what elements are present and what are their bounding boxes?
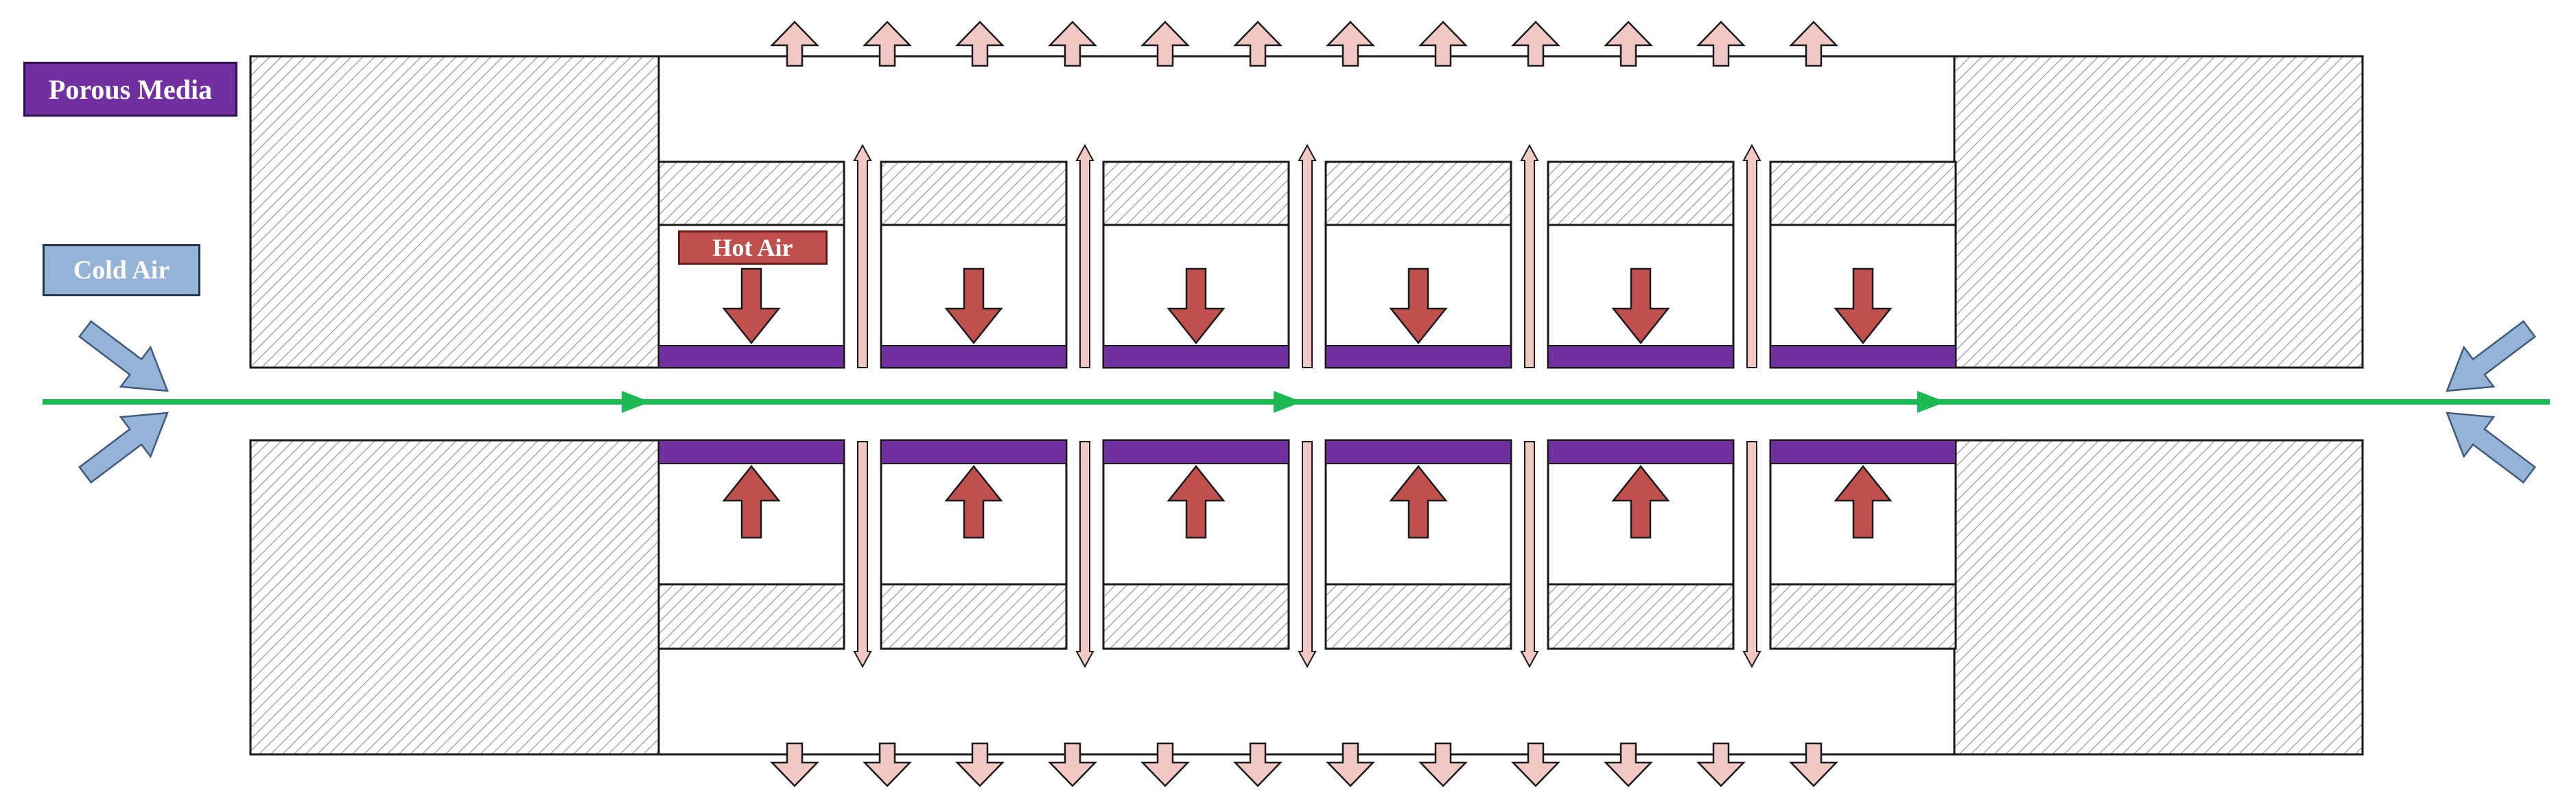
vent-down-arrow [1520, 441, 1539, 669]
hot-air-down-arrow [1834, 267, 1893, 345]
bottom-outlet-arrow [955, 742, 1005, 787]
top-outlet-arrow [1048, 21, 1097, 67]
lower-porous-layer [1770, 440, 1956, 464]
lower-porous-layer [1103, 440, 1289, 464]
vent-down-arrow [1075, 441, 1094, 669]
upper-porous-layer [1770, 345, 1956, 368]
lower-cell-cap [1102, 583, 1290, 650]
porous-media-legend: Porous Media [23, 62, 237, 117]
cells-layer [657, 160, 1957, 650]
flow-direction-marker [622, 391, 651, 413]
lower-cell-cap [1547, 583, 1735, 650]
upper-cell-cap [1324, 160, 1512, 226]
vent-down-arrow [1298, 441, 1317, 669]
cold-air-legend: Cold Air [43, 244, 200, 296]
cold-air-inlet-upper-right-arrow [2446, 320, 2536, 392]
cold-air-inlet-lower-right-arrow [2446, 411, 2536, 484]
top-outlet-arrow [1418, 21, 1468, 67]
upper-cell-cap [657, 160, 845, 226]
top-outlet-arrow [1511, 21, 1560, 67]
hot-air-up-arrow [1611, 464, 1670, 539]
upper-left-wall [249, 55, 660, 369]
lower-cell-cap [657, 583, 845, 650]
bottom-outlet-arrow [1418, 742, 1468, 787]
vent-up-arrow [1742, 143, 1761, 368]
top-outlet-arrow [1326, 21, 1375, 67]
vent-down-arrow [853, 441, 872, 669]
bottom-outlet-arrow [863, 742, 912, 787]
bottom-outlet-arrow [1604, 742, 1653, 787]
top-outlet-arrow [1789, 21, 1838, 67]
lower-right-wall [1953, 439, 2364, 756]
vent-up-arrow [1298, 143, 1317, 368]
bottom-outlet-arrow [1140, 742, 1190, 787]
lower-cell-cap [1324, 583, 1512, 650]
top-outlet-arrow [863, 21, 912, 67]
outlet-arrows-layer [770, 21, 1838, 787]
bottom-outlet-arrow [1789, 742, 1838, 787]
upper-cell-cap [1547, 160, 1735, 226]
hot-air-up-arrow [1167, 464, 1226, 539]
vent-down-arrow [1742, 441, 1761, 669]
vertical-vents-layer [853, 143, 1761, 669]
lower-porous-layer [880, 440, 1067, 464]
hot-air-label: Hot Air [678, 230, 828, 265]
bottom-outlet-arrow [1696, 742, 1746, 787]
cold-air-inlet-lower-left-arrow [78, 411, 169, 484]
lower-left-wall [249, 439, 660, 756]
top-outlet-arrow [1140, 21, 1190, 67]
flow-direction-marker [1274, 391, 1302, 413]
upper-cell-cap [1102, 160, 1290, 226]
bottom-outlet-arrow [770, 742, 819, 787]
lower-cell-cap [880, 583, 1068, 650]
bottom-outlet-arrow [1326, 742, 1375, 787]
hot-air-down-arrow [1611, 267, 1670, 345]
bottom-outlet-arrow [1233, 742, 1283, 787]
lower-porous-layer [1547, 440, 1734, 464]
vent-up-arrow [1075, 143, 1094, 368]
vent-up-arrow [853, 143, 872, 368]
hot-air-up-arrow [722, 464, 781, 539]
top-outlet-arrow [1696, 21, 1746, 67]
vent-up-arrow [1520, 143, 1539, 368]
top-outlet-arrow [1604, 21, 1653, 67]
bottom-outlet-arrow [1511, 742, 1560, 787]
upper-porous-layer [1325, 345, 1512, 368]
upper-cell-cap [1769, 160, 1957, 226]
hot-air-up-arrow [944, 464, 1003, 539]
lower-cell-cap [1769, 583, 1957, 650]
upper-porous-layer [880, 345, 1067, 368]
upper-porous-layer [1547, 345, 1734, 368]
hot-air-down-arrow [944, 267, 1003, 345]
upper-cell-cap [880, 160, 1068, 226]
top-outlet-arrow [955, 21, 1005, 67]
hot-air-down-arrow [1167, 267, 1226, 345]
hot-air-up-arrow [1834, 464, 1893, 539]
lower-porous-layer [658, 440, 845, 464]
upper-porous-layer [658, 345, 845, 368]
flow-direction-marker [1917, 391, 1946, 413]
top-outlet-arrow [1233, 21, 1283, 67]
flow-markers-layer [622, 391, 1946, 413]
upper-porous-layer [1103, 345, 1289, 368]
hot-air-down-arrow [1389, 267, 1448, 345]
lower-porous-layer [1325, 440, 1512, 464]
bottom-outlet-arrow [1048, 742, 1097, 787]
hot-air-down-arrow [722, 267, 781, 345]
upper-right-wall [1953, 55, 2364, 369]
hot-air-up-arrow [1389, 464, 1448, 539]
cold-air-inlet-upper-left-arrow [78, 320, 169, 392]
inlet-arrows-layer [78, 320, 2536, 484]
top-outlet-arrow [770, 21, 819, 67]
